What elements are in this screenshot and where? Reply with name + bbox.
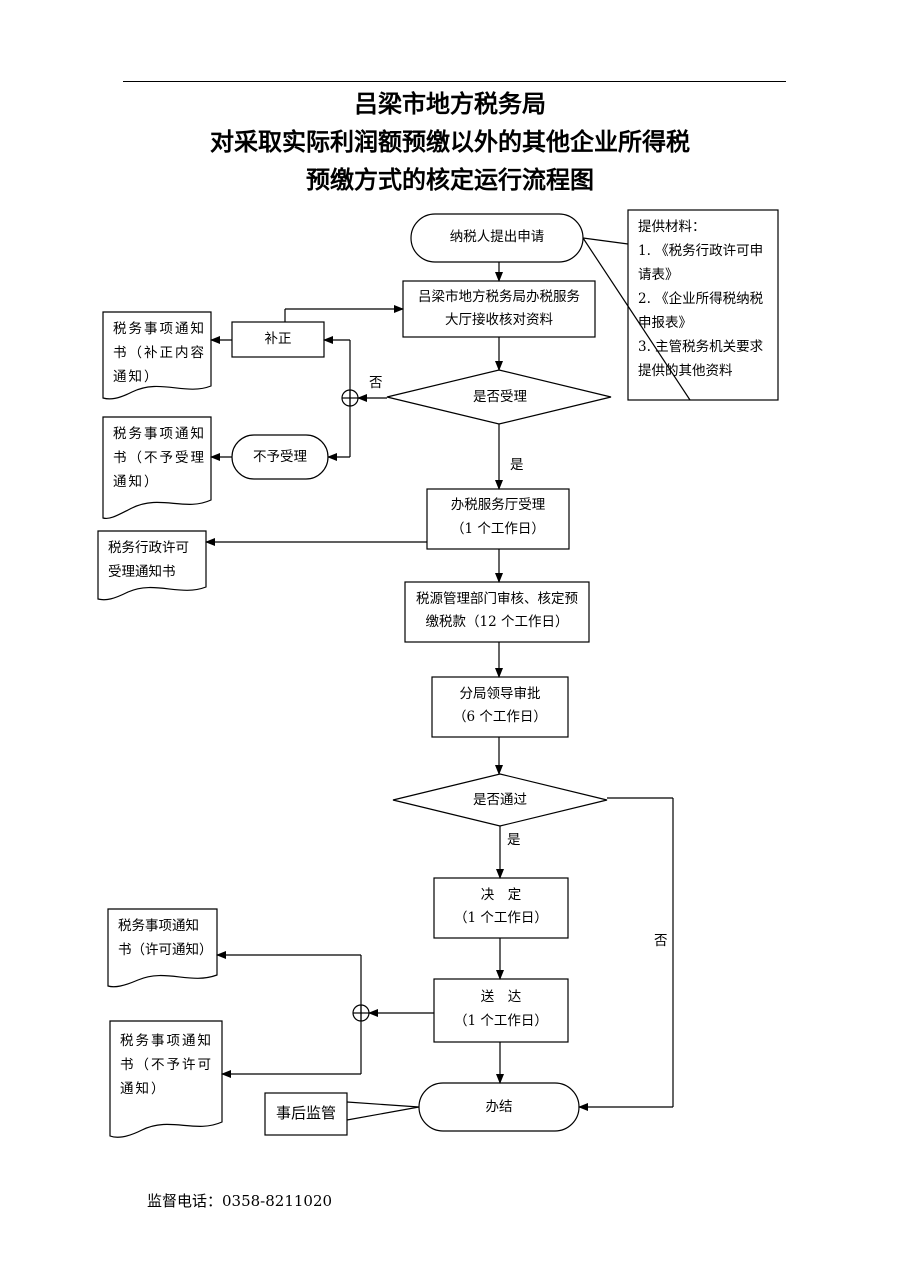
- materials-line: 请表》: [638, 267, 679, 283]
- approve-label-2: （6 个工作日）: [453, 709, 547, 725]
- doc-reject-line: 税务事项通知: [113, 426, 206, 442]
- end-label: 办结: [485, 1099, 513, 1115]
- doc-deny-line: 通知）: [120, 1081, 167, 1097]
- accept-label-1: 办税服务厅受理: [450, 497, 546, 513]
- supervision-phone: 监督电话：0358-8211020: [147, 1192, 333, 1210]
- doc-correction-line: 书（补正内容: [113, 345, 206, 361]
- doc-correction-line: 税务事项通知: [113, 321, 206, 337]
- accept-process: [426, 488, 570, 550]
- doc-permit-line: 税务事项通知: [118, 918, 199, 934]
- accept-label-2: （1 个工作日）: [451, 521, 545, 537]
- approve-process: [431, 676, 569, 738]
- reception-label-1: 吕梁市地方税务局办税服务: [418, 289, 580, 305]
- start-label: 纳税人提出申请: [449, 229, 545, 245]
- decision-pass-label: 是否通过: [473, 792, 527, 808]
- reception-process: [402, 280, 596, 338]
- approve-label-1: 分局领导审批: [459, 686, 541, 702]
- doc-permit-line: 书（许可通知）: [118, 942, 213, 958]
- materials-box: [627, 209, 779, 401]
- doc-permit-notice-shape: [107, 908, 218, 988]
- doc-deny-line: 书（不予许可: [120, 1057, 213, 1073]
- doc-reject-line: 书（不予受理: [113, 450, 206, 466]
- supervision-label: 事后监管: [275, 1104, 336, 1122]
- decide-label-1: 决 定: [480, 887, 522, 903]
- doc-admin-notice-shape: [97, 530, 207, 601]
- decision-accept-label: 是否受理: [473, 389, 527, 405]
- doc-admin-line: 税务行政许可: [108, 540, 189, 556]
- doc-reject-line: 通知）: [113, 474, 160, 490]
- materials-heading: 提供材料：: [638, 219, 706, 235]
- branch-yes-accept: 是: [510, 457, 524, 473]
- decide-label-2: （1 个工作日）: [454, 910, 548, 926]
- deliver-process: [433, 978, 569, 1043]
- title-line-2: 对采取实际利润额预缴以外的其他企业所得税: [210, 127, 690, 156]
- materials-line: 申报表》: [638, 315, 692, 331]
- reject-label: 不予受理: [253, 449, 307, 465]
- title-line-1: 吕梁市地方税务局: [354, 89, 546, 118]
- doc-deny-notice-shape: [109, 1020, 223, 1138]
- supervision-box: [264, 1092, 348, 1136]
- correction-label: 补正: [264, 331, 292, 347]
- review-label-2: 缴税款（12 个工作日）: [425, 614, 569, 630]
- branch-yes-pass: 是: [507, 832, 521, 848]
- branch-no-pass: 否: [654, 933, 668, 949]
- materials-line: 2. 《企业所得税纳税: [638, 291, 764, 307]
- deliver-label-1: 送 达: [480, 989, 522, 1005]
- doc-correction-line: 通知）: [113, 369, 160, 385]
- materials-line: 3. 主管税务机关要求: [638, 339, 764, 355]
- doc-correction-notice-shape: [102, 311, 212, 400]
- review-label-1: 税源管理部门审核、核定预: [416, 591, 578, 607]
- materials-line: 提供的其他资料: [638, 363, 733, 379]
- header-rule: [123, 81, 786, 82]
- deliver-label-2: （1 个工作日）: [454, 1013, 548, 1029]
- materials-line: 1. 《税务行政许可申: [638, 243, 764, 259]
- reception-label-2: 大厅接收核对资料: [445, 312, 553, 328]
- review-process: [404, 581, 590, 643]
- title-line-3: 预缴方式的核定运行流程图: [306, 165, 594, 194]
- doc-reject-notice-shape: [102, 416, 212, 520]
- doc-admin-line: 受理通知书: [108, 564, 176, 580]
- doc-deny-line: 税务事项通知: [120, 1033, 213, 1049]
- branch-no-accept: 否: [369, 375, 383, 391]
